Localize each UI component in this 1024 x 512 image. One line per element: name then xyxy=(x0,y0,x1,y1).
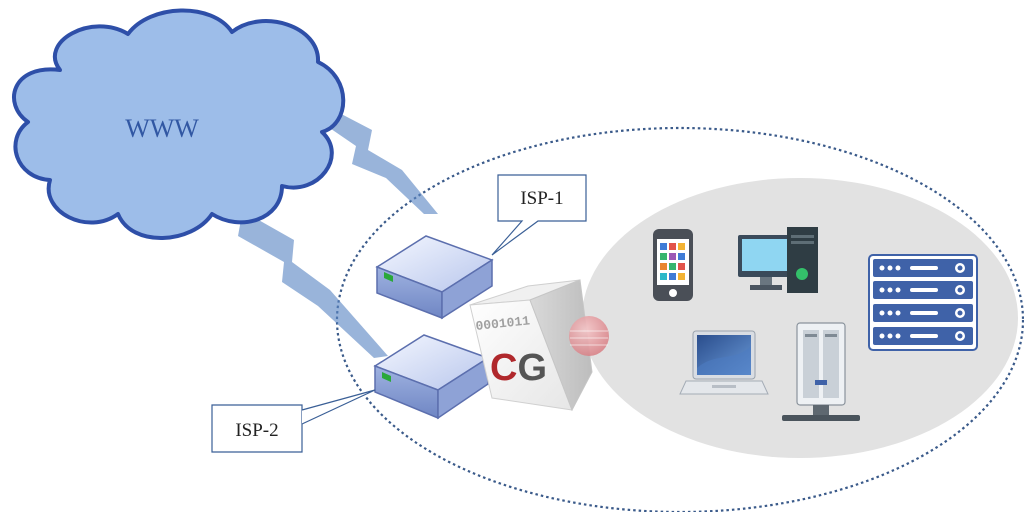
tower-server-icon xyxy=(782,322,860,421)
isp1-label: ISP-1 xyxy=(520,188,563,209)
cloud-icon: WWW xyxy=(12,8,346,240)
cloud-label: WWW xyxy=(125,114,199,143)
smartphone-icon xyxy=(653,229,693,301)
laptop-icon xyxy=(679,330,769,395)
lan-boundary xyxy=(336,126,1024,512)
isp1-callout: ISP-1 xyxy=(491,174,587,256)
isp2-callout: ISP-2 xyxy=(211,389,376,453)
isp1-link-beam xyxy=(300,72,438,214)
isp2-link-beam xyxy=(224,180,388,358)
gateway-binary: 0001011 xyxy=(475,313,531,334)
gateway-logo-c: C xyxy=(490,347,517,389)
router-icon xyxy=(375,235,494,320)
gateway-cube-icon: 0001011 CG xyxy=(469,279,609,412)
router-icon xyxy=(373,334,490,420)
gateway-logo-g: G xyxy=(517,347,547,389)
server-rack-icon xyxy=(868,254,978,351)
isp2-label: ISP-2 xyxy=(235,420,278,441)
desktop-pc-icon xyxy=(738,227,818,293)
gateway-port xyxy=(569,316,609,356)
gateway-logo: CG xyxy=(490,347,547,389)
